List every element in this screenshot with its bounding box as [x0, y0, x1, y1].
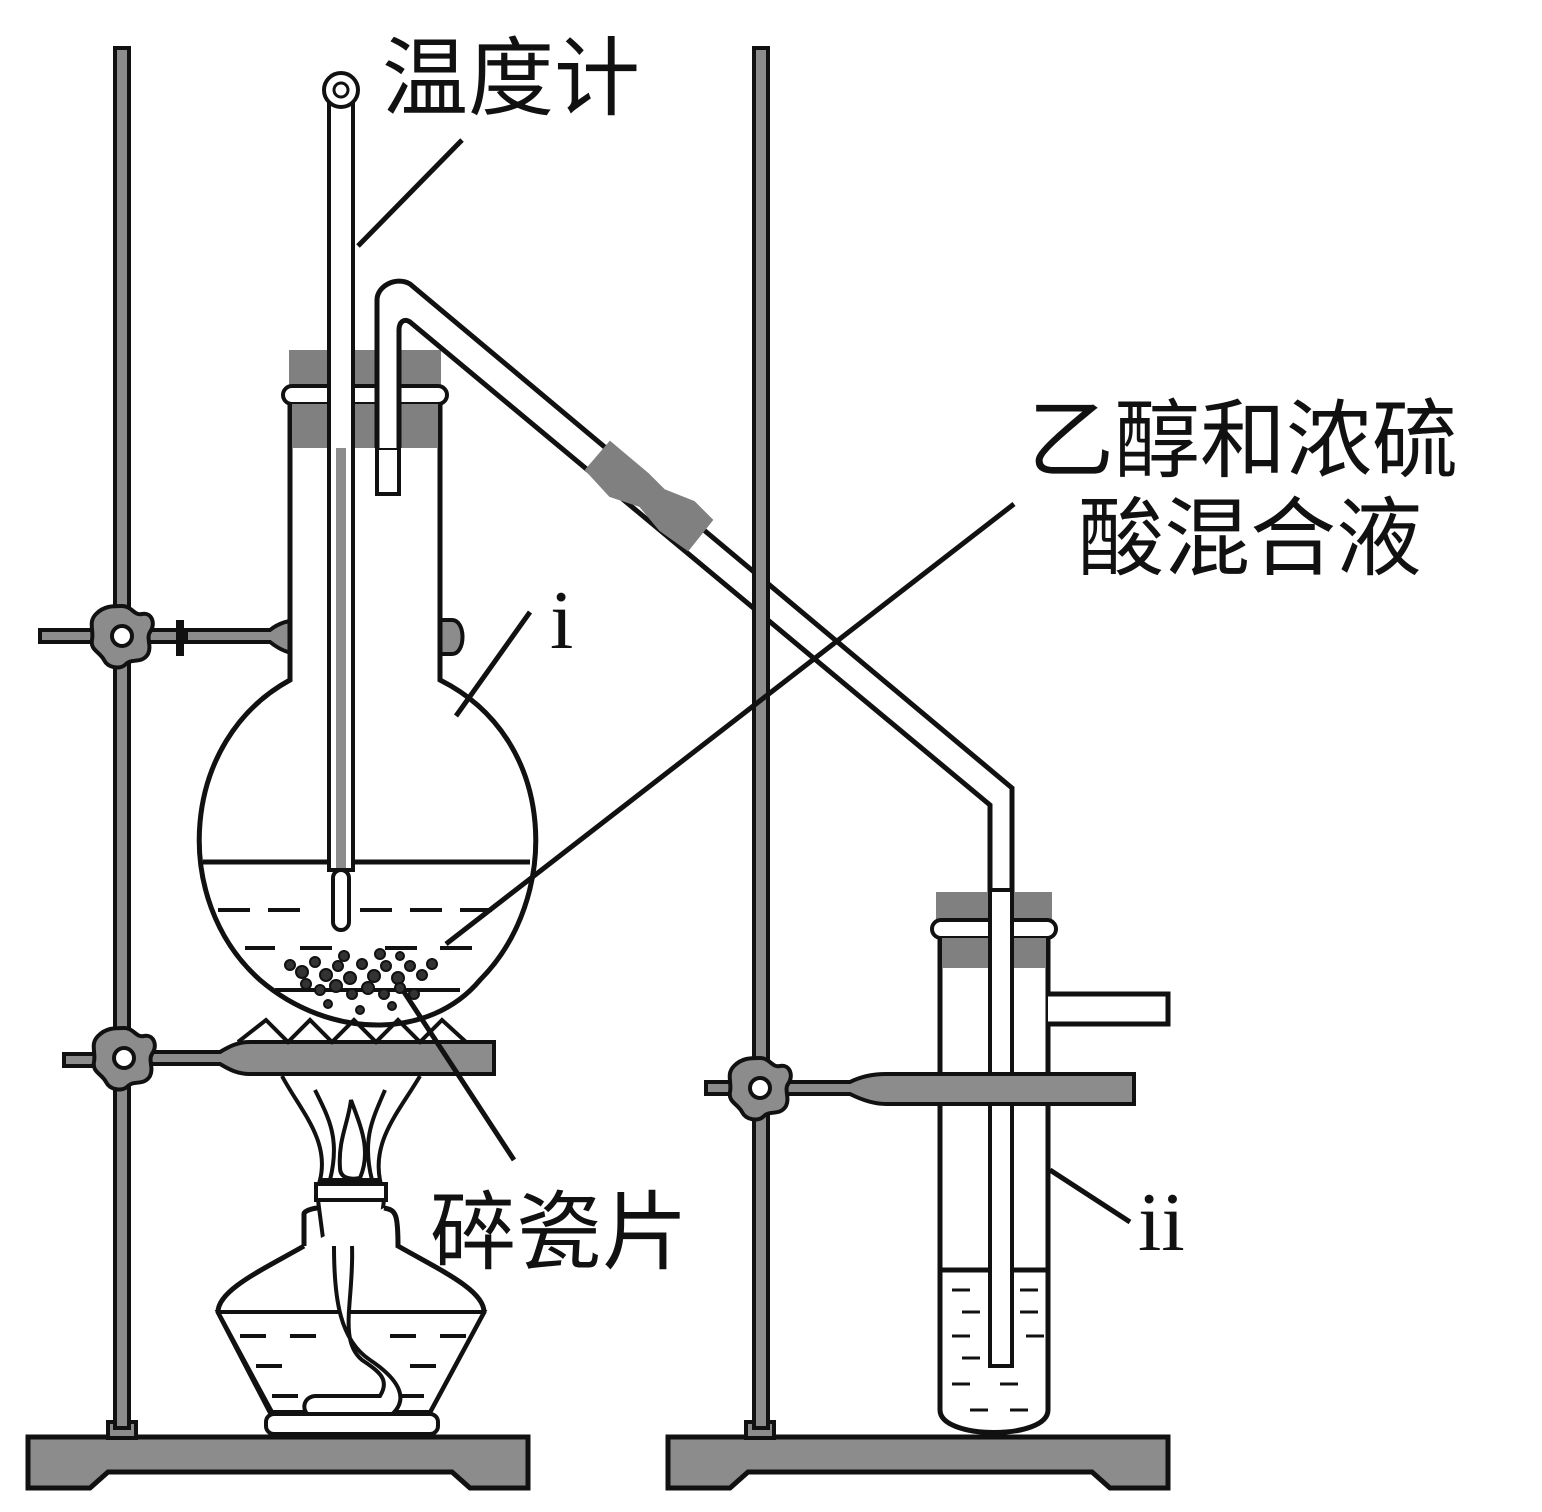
leader-lines: [356, 138, 1132, 1225]
flask-stopper-bottom: [292, 404, 438, 448]
flame-inner: [337, 1099, 368, 1181]
thermometer-leader: [356, 138, 464, 248]
right-iron-stand: [665, 46, 1171, 1491]
right-stand-rod: [752, 46, 770, 1430]
tube-marker-label: ii: [1138, 1176, 1185, 1269]
mixture-label-line2: 酸混合液: [1078, 489, 1422, 589]
lower-clamp-knob: [91, 1026, 157, 1092]
left-stand-base: [25, 1434, 531, 1491]
test-tube: [930, 888, 1171, 1435]
thermometer: [322, 71, 360, 932]
right-clamp: [704, 1056, 1136, 1122]
porcelain-label: 碎瓷片: [430, 1183, 688, 1283]
wire-gauze: [236, 1017, 468, 1045]
flask-leader: [453, 610, 533, 718]
thermometer-label: 温度计: [382, 29, 640, 129]
upper-clamp-knob: [89, 604, 155, 670]
flask-body: [196, 392, 539, 1028]
right-stand-base: [665, 1434, 1171, 1491]
flask-stopper-top: [289, 350, 441, 386]
lamp-wick: [302, 1245, 403, 1418]
left-stand-rod: [113, 46, 131, 1430]
alcohol-lamp: [214, 1074, 488, 1436]
mixture-leader: [444, 502, 1016, 946]
tube-leader: [1048, 1167, 1132, 1225]
side-arm: [1048, 991, 1171, 1027]
rubber-connector: [584, 440, 714, 552]
right-clamp-knob: [727, 1056, 793, 1122]
mixture-label-line1: 乙醇和浓硫: [1028, 391, 1458, 491]
wire-gauze-and-ring: [62, 1017, 496, 1092]
porcelain-leader: [401, 990, 517, 1162]
flame-mid: [313, 1089, 387, 1181]
flask-stopper-ring: [281, 384, 449, 406]
flask-marker-label: i: [550, 574, 573, 667]
porcelain-chips: [284, 948, 438, 1015]
tube-liquid-dashes: [952, 1288, 1044, 1412]
round-bottom-flask: [196, 350, 539, 1028]
